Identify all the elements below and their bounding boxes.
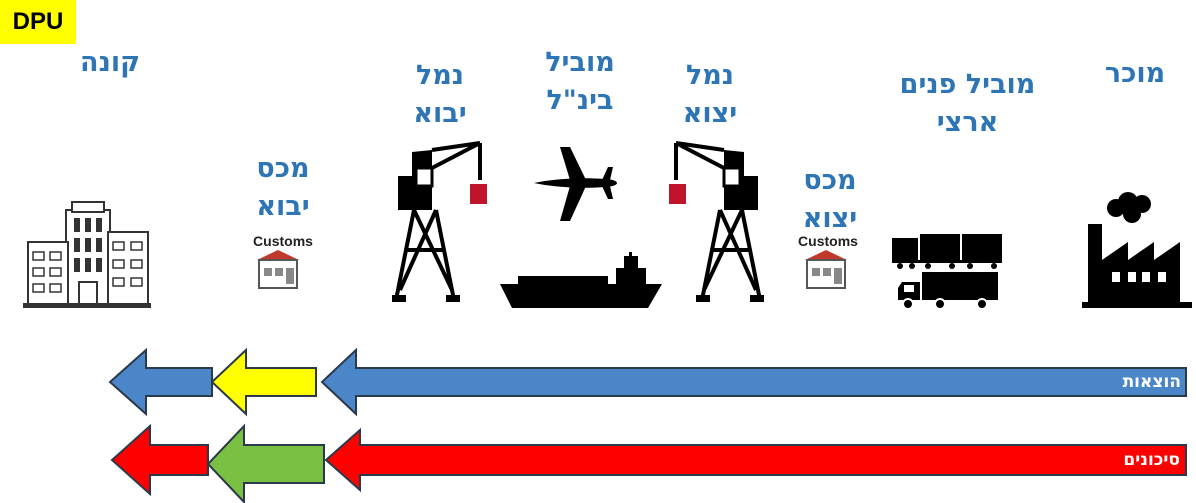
risks-arrow-buyer bbox=[110, 423, 209, 497]
customs-sign-import: Customs bbox=[253, 233, 313, 249]
incoterm-badge: DPU bbox=[0, 0, 76, 44]
label-domestic-carrier: מוביל פנים ארצי bbox=[899, 69, 1036, 138]
costs-arrow-transfer bbox=[210, 347, 317, 417]
factory-icon bbox=[1082, 192, 1192, 308]
customs-house-icon-export bbox=[805, 250, 847, 289]
label-import-port: נמל יבוא bbox=[413, 60, 467, 129]
risks-arrow-transfer bbox=[206, 423, 325, 503]
label-export-port: נמל יצוא bbox=[682, 60, 738, 129]
costs-label: הוצאות bbox=[1122, 372, 1181, 392]
risks-label: סיכונים bbox=[1123, 450, 1180, 470]
train-truck-icon bbox=[892, 234, 1002, 310]
customs-sign-export: Customs bbox=[798, 233, 858, 249]
airplane-icon bbox=[534, 147, 617, 221]
port-crane-icon bbox=[392, 141, 487, 302]
costs-arrow-buyer bbox=[108, 347, 213, 417]
label-seller: מוכר bbox=[1104, 58, 1166, 89]
label-buyer: קונה bbox=[80, 47, 140, 78]
customs-house-icon bbox=[257, 250, 299, 289]
label-import-customs: מכס יבוא bbox=[256, 153, 310, 222]
office-building-icon bbox=[23, 201, 151, 308]
costs-arrow-seller bbox=[320, 347, 1187, 417]
port-crane-icon-export bbox=[669, 141, 764, 302]
label-intl-carrier: מוביל בינ"ל bbox=[545, 47, 615, 116]
costs-arrows bbox=[108, 347, 1187, 417]
label-export-customs: מכס יצוא bbox=[802, 165, 858, 234]
cargo-ship-icon bbox=[500, 252, 662, 308]
risks-arrows bbox=[110, 423, 1187, 503]
risks-arrow-seller bbox=[324, 427, 1187, 493]
